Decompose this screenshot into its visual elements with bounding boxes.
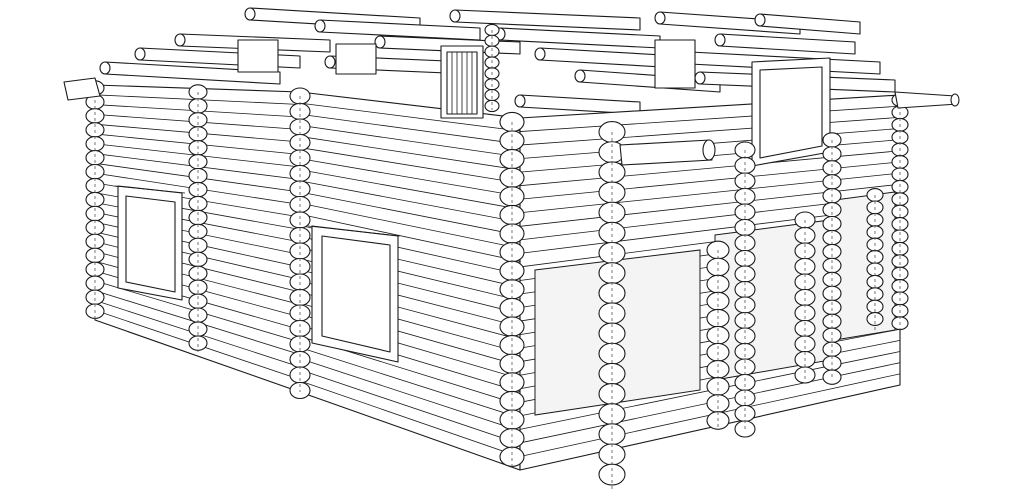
- log-seam: [299, 169, 521, 210]
- beam-end: [694, 71, 706, 85]
- log-seam: [299, 202, 521, 249]
- log-end: [499, 242, 525, 263]
- log-end: [734, 187, 756, 206]
- log-seam: [299, 158, 521, 197]
- log-end: [484, 99, 500, 113]
- log-end: [289, 102, 311, 121]
- log-end: [794, 335, 816, 353]
- log-end: [822, 369, 842, 385]
- middle-front-wall: [299, 91, 521, 471]
- log-end: [289, 133, 311, 152]
- log-end: [706, 274, 730, 294]
- log-end: [734, 218, 756, 237]
- log-end: [734, 373, 756, 392]
- log-end: [734, 265, 756, 283]
- log-seam: [519, 105, 901, 132]
- beam-end: [574, 69, 586, 83]
- beam-end: [174, 33, 186, 47]
- log-end: [734, 342, 756, 361]
- window-middle-wall: [307, 225, 401, 363]
- window-rear-right: [654, 39, 696, 89]
- log-end: [289, 288, 311, 307]
- beam-end: [714, 33, 726, 47]
- beam-end: [449, 9, 461, 23]
- log-end: [866, 312, 884, 326]
- beam-end: [534, 47, 546, 61]
- window-rear-barred: [440, 45, 484, 119]
- log-seam: [299, 147, 521, 184]
- beam-end: [374, 35, 386, 49]
- log-end: [289, 164, 311, 183]
- corner-log-ends: [85, 23, 909, 492]
- rear-beam: [499, 27, 661, 49]
- log-end: [794, 288, 816, 307]
- log-end: [794, 226, 816, 245]
- log-seam: [299, 369, 521, 445]
- rear-beam: [719, 33, 856, 55]
- log-seam: [299, 136, 521, 171]
- log-seam: [519, 116, 901, 146]
- log-end: [734, 296, 756, 314]
- rear-beam: [454, 9, 641, 31]
- beam-end: [314, 19, 326, 33]
- rear-beam: [519, 94, 641, 115]
- beam-end: [754, 13, 766, 27]
- window-right-upper: [751, 57, 831, 167]
- log-end: [499, 428, 525, 449]
- log-end: [794, 257, 816, 276]
- log-end: [706, 257, 730, 277]
- log-seam: [299, 347, 521, 419]
- beam-end: [99, 61, 111, 75]
- beam-end: [244, 7, 256, 21]
- log-end: [289, 242, 311, 260]
- window-left-wall: [114, 185, 186, 301]
- log-seam: [299, 213, 521, 262]
- log-end: [734, 156, 756, 175]
- log-end: [289, 211, 311, 229]
- log-end: [289, 350, 311, 369]
- log-end: [706, 394, 730, 413]
- projecting-beams: [63, 77, 960, 166]
- window-rear-left: [237, 39, 279, 73]
- log-end: [706, 360, 730, 379]
- log-end: [794, 366, 816, 384]
- beam-end: [324, 55, 336, 69]
- log-seam: [299, 358, 521, 432]
- window-rear-center: [335, 43, 377, 75]
- log-seam: [299, 191, 521, 236]
- log-end: [734, 404, 756, 423]
- log-end: [499, 446, 525, 467]
- log-seam: [299, 113, 521, 145]
- log-end: [598, 161, 626, 184]
- beam-end: [514, 94, 526, 108]
- beam-end: [134, 47, 146, 61]
- beam-end: [654, 11, 666, 25]
- log-end: [499, 260, 525, 281]
- log-end: [289, 319, 311, 338]
- log-end: [706, 377, 730, 396]
- log-end: [598, 443, 626, 466]
- log-seam: [299, 180, 521, 223]
- log-seam: [299, 102, 521, 132]
- log-seam: [299, 380, 521, 458]
- log-seam: [299, 124, 521, 158]
